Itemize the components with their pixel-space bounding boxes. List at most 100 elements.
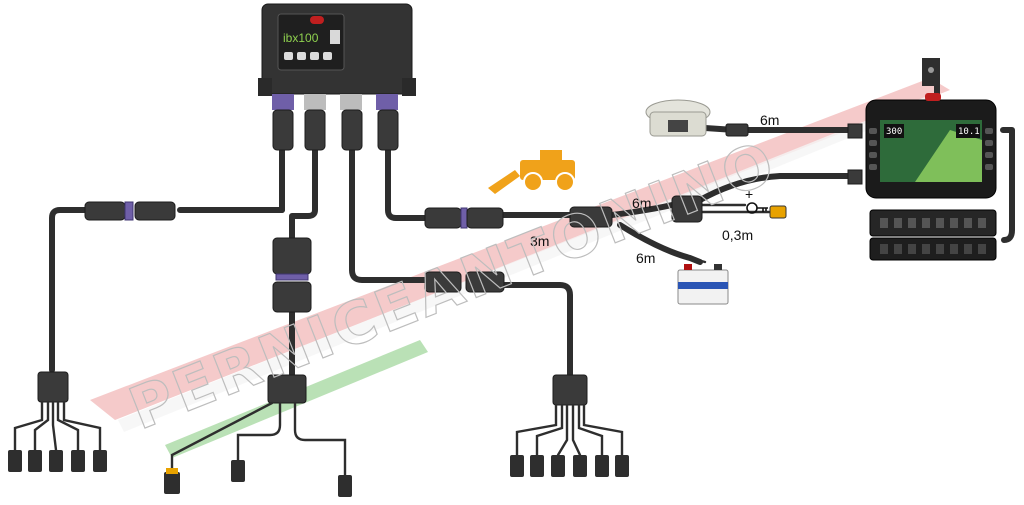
plug — [71, 450, 85, 472]
console-switch[interactable] — [950, 244, 958, 254]
console-switch[interactable] — [978, 218, 986, 228]
unit-button-3[interactable] — [310, 52, 319, 60]
battery-terminal-negative — [714, 264, 722, 270]
plug — [573, 455, 587, 477]
unit-button-1[interactable] — [284, 52, 293, 60]
display-right-box — [956, 124, 980, 138]
hubs — [8, 371, 629, 497]
unit-connector-2 — [304, 109, 326, 151]
center-inline-collar — [275, 273, 309, 281]
center-hub-wires — [170, 401, 347, 477]
console-switch[interactable] — [936, 244, 944, 254]
left-inline-collar — [124, 201, 134, 221]
display-button[interactable] — [985, 128, 993, 134]
unit-button-4[interactable] — [323, 52, 332, 60]
plug — [164, 472, 180, 494]
console-switch[interactable] — [950, 218, 958, 228]
unit-button-2[interactable] — [297, 52, 306, 60]
display-button[interactable] — [985, 140, 993, 146]
console-switch[interactable] — [978, 244, 986, 254]
main-cable-length: 3m — [530, 233, 549, 249]
left-hub-wires — [13, 400, 102, 452]
loader-wheel-front — [523, 172, 543, 192]
center-hub — [267, 374, 307, 404]
plug — [551, 455, 565, 477]
plug — [510, 455, 524, 477]
plug-yellow-collar — [166, 468, 178, 474]
cable-center-branch — [289, 147, 318, 383]
console-switch[interactable] — [894, 244, 902, 254]
bracket-hole — [928, 67, 934, 73]
loader-wheel-rear — [555, 172, 575, 192]
left-inline-connector-a — [84, 201, 126, 221]
console-switch[interactable] — [936, 218, 944, 228]
display-button[interactable] — [869, 164, 877, 170]
console-switch[interactable] — [894, 218, 902, 228]
key-cable-length: 0,3m — [722, 227, 753, 243]
console-switch[interactable] — [922, 244, 930, 254]
console-switch[interactable] — [908, 218, 916, 228]
right-inline-connector-a — [424, 271, 462, 293]
display-left-box — [884, 124, 904, 138]
console-top-panel — [869, 209, 997, 237]
plug — [615, 455, 629, 477]
gps-antenna-port — [668, 120, 688, 132]
console-switch[interactable] — [964, 218, 972, 228]
main-inline-connector-b — [466, 207, 504, 229]
display-button[interactable] — [869, 140, 877, 146]
left-hub-plugs — [8, 450, 107, 472]
brand-badge — [310, 16, 324, 24]
port-2 — [304, 94, 326, 110]
plug — [338, 475, 352, 497]
watermark-white-stripe — [118, 95, 935, 432]
display-button[interactable] — [869, 128, 877, 134]
plug — [530, 455, 544, 477]
console-switch[interactable] — [908, 244, 916, 254]
display-field-map — [915, 130, 982, 182]
port-3 — [340, 94, 362, 110]
plug — [49, 450, 63, 472]
bracket-stem — [934, 80, 940, 100]
console-switch[interactable] — [880, 218, 888, 228]
cable-junction-to-display-top — [697, 173, 855, 203]
right-hub-plugs — [510, 455, 629, 477]
plug — [595, 455, 609, 477]
key-blade — [757, 207, 768, 212]
key-icon: + — [745, 186, 768, 214]
center-inline-connector-b — [272, 281, 312, 313]
power-junction-box — [671, 195, 703, 223]
battery-stripe — [678, 282, 728, 289]
cable-length-labels: 6m 6m 3m 6m 0,3m — [530, 112, 779, 266]
cable-right-branch — [349, 147, 573, 378]
display-button[interactable] — [869, 152, 877, 158]
plug — [28, 450, 42, 472]
display-terminal: 300 10.1 — [865, 93, 997, 199]
display-side-buttons — [869, 128, 993, 170]
gps-cable-length: 6m — [760, 112, 779, 128]
gps-antenna — [645, 99, 711, 137]
key-switch-connector — [769, 205, 787, 219]
mount-bracket — [922, 58, 940, 100]
display-button[interactable] — [985, 164, 993, 170]
cable-harness — [49, 125, 1015, 383]
display-gps-plug — [847, 123, 863, 139]
console-switch[interactable] — [880, 244, 888, 254]
key-positive-sign: + — [745, 186, 753, 202]
display-button[interactable] — [985, 152, 993, 158]
display-left-value: 300 — [886, 127, 902, 137]
loader-vehicle-icon — [488, 150, 575, 194]
main-inline-collar — [460, 207, 468, 229]
control-unit-buttons — [284, 52, 332, 60]
left-inline-connector-b — [134, 201, 176, 221]
cable-main — [385, 147, 573, 221]
display-right-value: 10.1 — [958, 127, 980, 137]
right-inline-connector-b — [465, 271, 505, 293]
control-unit: ibx100 — [258, 3, 416, 110]
control-unit-model: ibx100 — [283, 31, 319, 45]
cable-console-link — [1000, 127, 1015, 243]
center-hub-plugs — [164, 460, 352, 497]
console-switch[interactable] — [964, 244, 972, 254]
console-switch[interactable] — [922, 218, 930, 228]
plug — [231, 460, 245, 482]
control-unit-ports — [272, 94, 398, 110]
